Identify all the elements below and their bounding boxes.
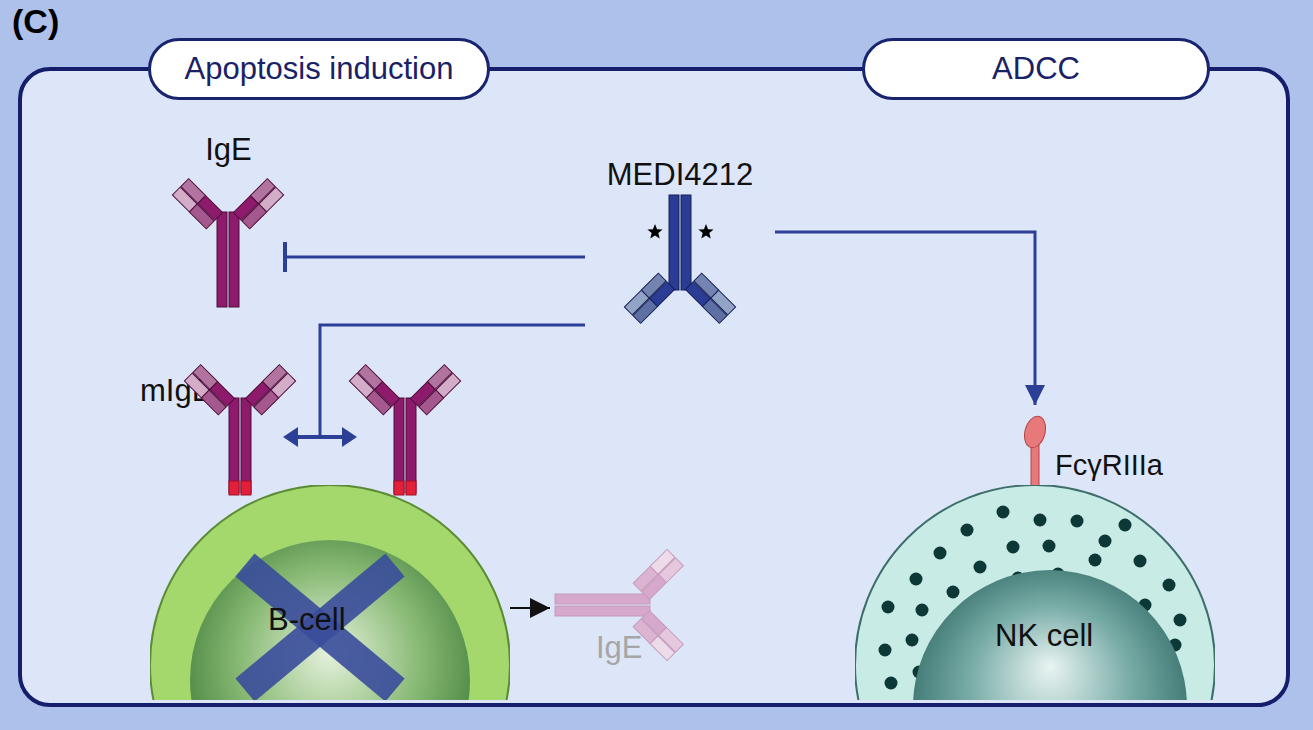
arrow-head <box>530 598 550 618</box>
receptor-node: FcγRIIIa <box>1005 405 1200 487</box>
granule-dot <box>961 524 974 537</box>
connector-line <box>285 256 585 259</box>
antibody-node: IgE <box>172 130 285 305</box>
granule-dot <box>1134 555 1147 568</box>
star-mark <box>698 224 713 238</box>
nk-cell: NK cell <box>855 485 1215 700</box>
section-pill: ADCC <box>862 38 1210 100</box>
arrow-head <box>342 427 357 447</box>
granule-dot <box>1034 514 1047 527</box>
granule-dot <box>1174 614 1187 627</box>
granule-dot <box>997 506 1010 519</box>
medi4212-antibody <box>624 195 735 323</box>
membrane-anchor <box>241 481 251 495</box>
membrane-anchor <box>229 481 239 495</box>
cell-nucleus <box>190 540 470 700</box>
granule-dot <box>1071 515 1084 528</box>
arrow-head <box>283 427 298 447</box>
node-label: IgE <box>172 132 285 168</box>
connector <box>510 598 550 618</box>
granule-dot <box>1119 519 1132 532</box>
granule-dot <box>1099 535 1112 548</box>
cell-nucleus <box>913 570 1187 700</box>
arrow-head <box>1025 385 1045 405</box>
granule-dot <box>879 644 892 657</box>
node-label: Apoptosis induction <box>151 41 487 97</box>
granule-dot <box>974 561 987 574</box>
node-shape <box>855 485 1215 700</box>
granule-dot <box>906 634 919 647</box>
cell-body <box>855 485 1215 700</box>
node-label: FcγRIIIa <box>1055 449 1163 482</box>
granule-dot <box>1163 579 1176 592</box>
connector <box>283 325 585 447</box>
b-cell: B-cell <box>150 485 510 700</box>
node-label: B-cell <box>268 602 346 638</box>
antibody-node: MEDI4212 <box>585 155 775 335</box>
granule-dot <box>910 573 923 586</box>
connector-line <box>320 325 585 437</box>
ige-antibody <box>172 179 283 307</box>
membrane-ige <box>349 365 460 493</box>
inhibition-bar <box>283 242 287 272</box>
granule-dot <box>934 547 947 560</box>
receptor-head <box>1021 414 1049 450</box>
node-label: ADCC <box>865 41 1207 97</box>
antibody-node: IgE <box>550 550 695 665</box>
granule-dot <box>916 604 929 617</box>
crosslink-arrow <box>296 435 344 439</box>
granule-dot <box>1007 541 1020 554</box>
membrane-ige <box>184 365 295 493</box>
connector <box>775 232 1045 405</box>
star-mark <box>647 224 662 238</box>
granule-dot <box>947 586 960 599</box>
receptor-stalk <box>1031 443 1039 487</box>
cell-body <box>150 485 510 700</box>
node-label: NK cell <box>995 618 1093 654</box>
granule-dot <box>885 677 898 690</box>
connector <box>285 242 585 272</box>
connector-line <box>775 232 1035 405</box>
apoptosis-cross <box>245 565 395 690</box>
membrane-anchor <box>406 481 416 495</box>
node-label: IgE <box>596 630 643 666</box>
node-label: MEDI4212 <box>585 157 775 193</box>
apoptosis-cross <box>245 565 395 690</box>
granule-dot <box>1043 540 1056 553</box>
node-shape <box>150 485 510 700</box>
granule-dot <box>1089 554 1102 567</box>
granule-dot <box>882 601 895 614</box>
panel-letter: (C) <box>12 2 59 41</box>
membrane-anchor <box>394 481 404 495</box>
section-pill: Apoptosis induction <box>148 38 490 100</box>
